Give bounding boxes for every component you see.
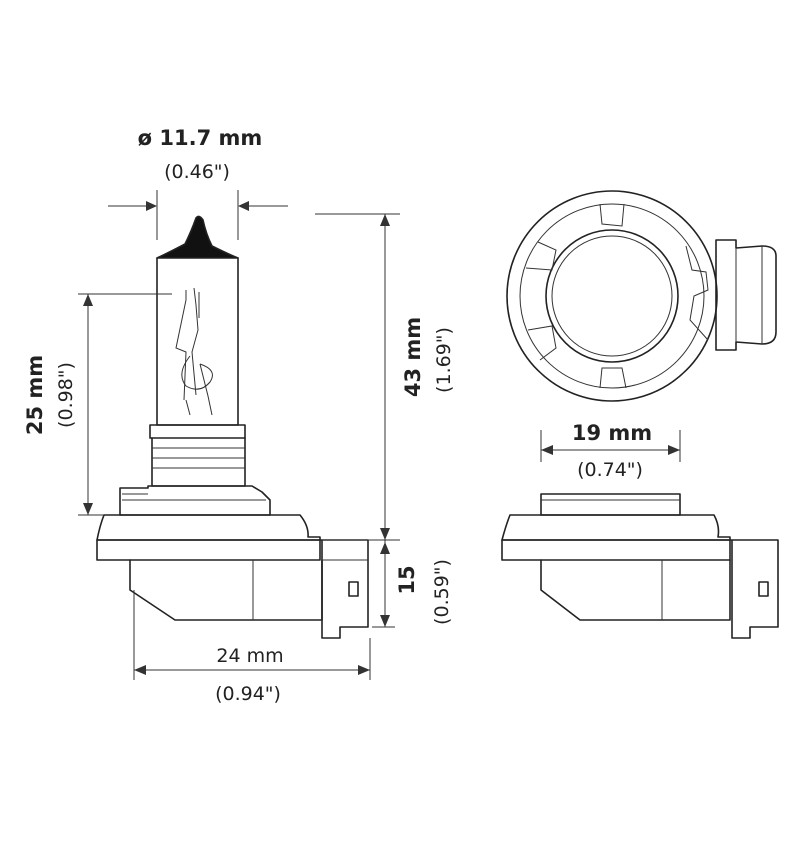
bulb-flange xyxy=(96,514,321,541)
dimension-diameter-lines xyxy=(108,190,288,240)
bulb-neck xyxy=(149,424,246,439)
diameter-imperial-label: (0.46") xyxy=(164,161,230,183)
bulb-glass xyxy=(156,257,239,426)
dimension-height-glass-lines xyxy=(78,293,172,516)
bulb-glass-tip xyxy=(156,215,239,259)
dimension-base-height-lines xyxy=(372,540,395,628)
height-total-imperial-label: (1.69") xyxy=(433,327,455,393)
base-width-imperial-label: (0.94") xyxy=(215,683,281,705)
flange-width-imperial-label: (0.74") xyxy=(577,459,643,481)
bulb-front-view xyxy=(501,493,779,639)
height-glass-metric-label: 25 mm xyxy=(23,355,47,435)
dimension-flange-width-lines xyxy=(540,430,681,462)
diameter-metric-label: ø 11.7 mm xyxy=(138,126,263,150)
dimension-height-total-lines xyxy=(315,213,400,541)
bulb-connector xyxy=(319,539,369,639)
base-height-imperial-label: (0.59") xyxy=(431,559,453,625)
bulb-base xyxy=(129,559,323,621)
filament xyxy=(175,287,213,416)
height-glass-imperial-label: (0.98") xyxy=(55,362,77,428)
dimension-base-width-lines xyxy=(133,590,371,680)
bulb-side-view xyxy=(96,215,369,639)
flange-width-metric-label: 19 mm xyxy=(572,421,652,445)
height-total-metric-label: 43 mm xyxy=(401,317,425,397)
bulb-top-view xyxy=(506,190,777,402)
base-width-metric-label: 24 mm xyxy=(216,645,283,667)
base-height-metric-label: 15 xyxy=(395,565,419,594)
